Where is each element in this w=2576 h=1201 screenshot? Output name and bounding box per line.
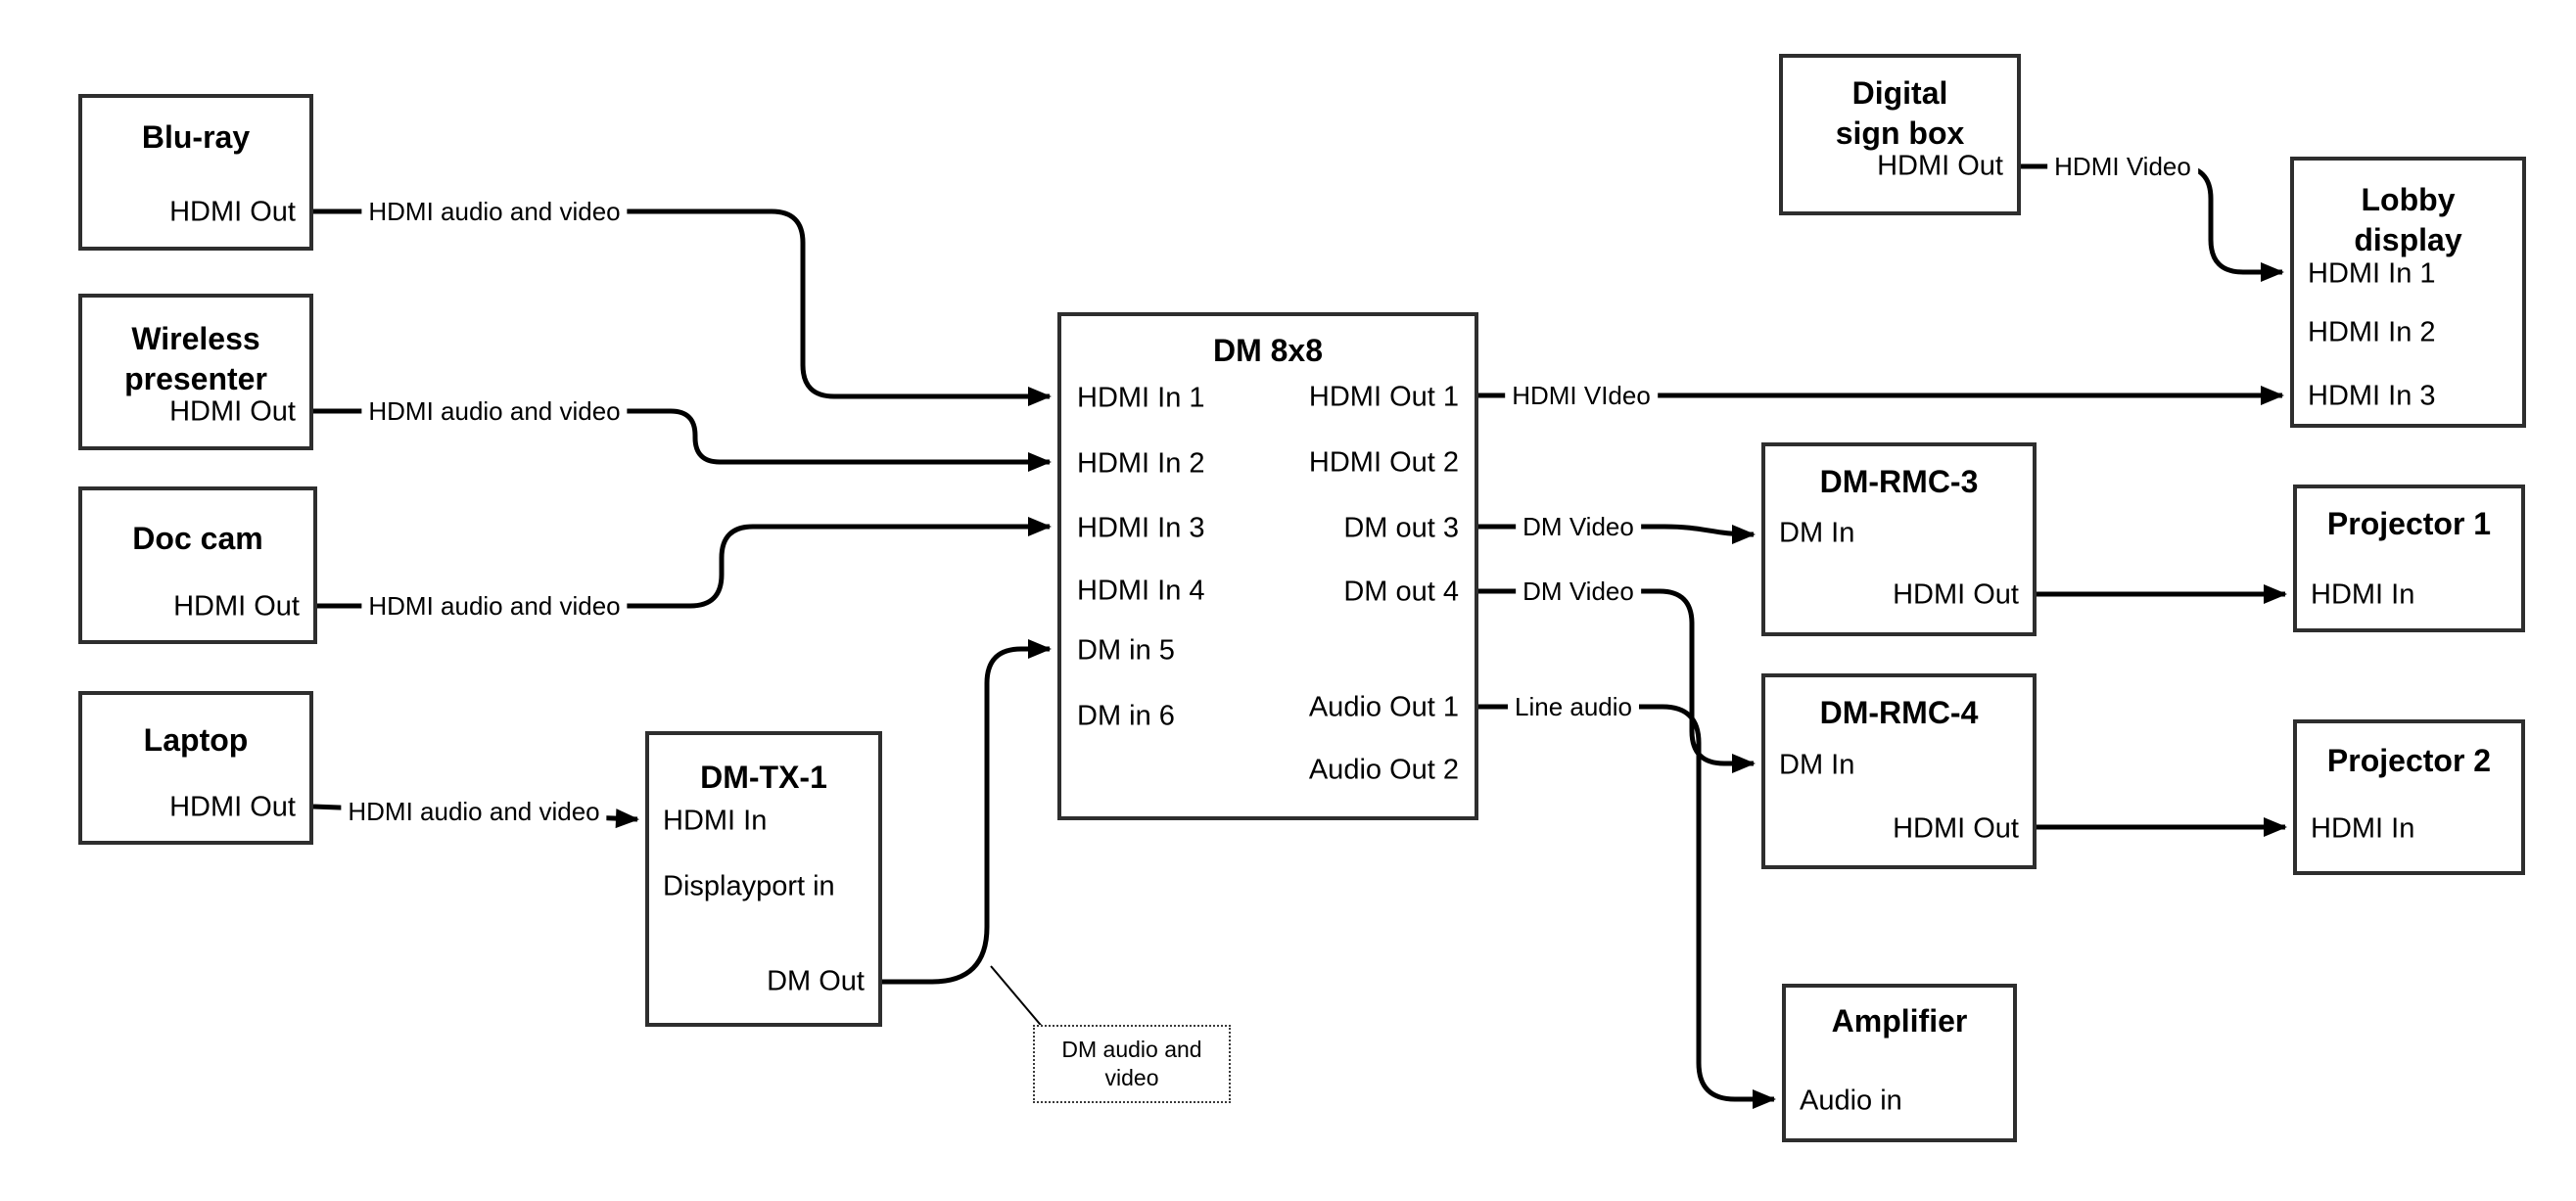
- port-dm-in: DM In: [1779, 517, 1855, 549]
- port-hdmi-in-2: HDMI In 2: [1077, 447, 1205, 480]
- node-title: Lobby display: [2354, 182, 2462, 257]
- node-digital-sign-box: Digital sign box HDMI Out: [1779, 54, 2021, 215]
- port-dm-in: DM In: [1779, 749, 1855, 781]
- port-hdmi-in: HDMI In: [2311, 578, 2415, 611]
- port-hdmi-in-4: HDMI In 4: [1077, 575, 1205, 607]
- node-wireless-presenter: Wireless presenter HDMI Out: [78, 294, 313, 450]
- connector-bluray-to-dm8x8-in1: [313, 208, 1052, 406]
- port-hdmi-out-2: HDMI Out 2: [1308, 446, 1459, 479]
- port-dm-out-4: DM out 4: [1343, 576, 1459, 608]
- annotation-text: DM audio and video: [1061, 1037, 1202, 1090]
- node-title: Projector 1: [2326, 506, 2492, 541]
- edge-label-hdmi-video-out1: HDMI VIdeo: [1505, 381, 1658, 410]
- node-projector-1: Projector 1 HDMI In: [2293, 485, 2525, 632]
- port-hdmi-out: HDMI Out: [169, 791, 296, 823]
- node-title: Amplifier: [1831, 1003, 1968, 1039]
- connector-wireless-to-dm8x8-in2: [313, 408, 1052, 472]
- node-title: Doc cam: [132, 521, 263, 556]
- node-dm-rmc-3: DM-RMC-3 DM In HDMI Out: [1761, 442, 2037, 636]
- edge-label-hdmi-video-digsign: HDMI Video: [2047, 152, 2198, 181]
- node-title: Blu-ray: [141, 119, 251, 155]
- node-projector-2: Projector 2 HDMI In: [2293, 719, 2525, 875]
- node-title: DM-TX-1: [700, 760, 827, 795]
- connector-digsign-to-lobby-in1: [2021, 163, 2284, 282]
- port-hdmi-out: HDMI Out: [1893, 812, 2019, 845]
- port-hdmi-in-3: HDMI In 3: [2308, 380, 2436, 412]
- node-title: DM-RMC-3: [1819, 464, 1979, 499]
- port-dm-out: DM Out: [767, 965, 865, 997]
- port-dm-out-3: DM out 3: [1343, 512, 1459, 544]
- node-dm-8x8: DM 8x8 HDMI In 1 HDMI In 2 HDMI In 3 HDM…: [1057, 312, 1478, 820]
- node-title: DM 8x8: [1212, 333, 1324, 368]
- node-dm-tx-1: DM-TX-1 HDMI In Displayport in DM Out: [645, 731, 882, 1027]
- node-laptop: Laptop HDMI Out: [78, 691, 313, 845]
- port-hdmi-out: HDMI Out: [169, 395, 296, 428]
- port-displayport-in: Displayport in: [663, 870, 835, 902]
- connector-dm8x8-audio1-to-amp: [1478, 704, 1776, 1109]
- port-hdmi-out-1: HDMI Out 1: [1308, 381, 1459, 413]
- connector-dm8x8-out4-to-rmc4: [1478, 588, 1756, 773]
- port-hdmi-in-3: HDMI In 3: [1077, 512, 1205, 544]
- node-title: Wireless presenter: [124, 321, 267, 396]
- port-hdmi-out: HDMI Out: [1877, 150, 2003, 182]
- port-audio-out-1: Audio Out 1: [1308, 691, 1459, 723]
- node-amplifier: Amplifier Audio in: [1782, 984, 2017, 1142]
- port-hdmi-out: HDMI Out: [169, 196, 296, 228]
- node-blu-ray: Blu-ray HDMI Out: [78, 94, 313, 251]
- note-callout-line: [990, 965, 1051, 1037]
- connector-dm8x8-out3-to-rmc3: [1478, 524, 1756, 544]
- port-hdmi-in-1: HDMI In 1: [2308, 257, 2436, 290]
- port-hdmi-in: HDMI In: [2311, 812, 2415, 845]
- port-hdmi-in-1: HDMI In 1: [1077, 382, 1205, 414]
- node-dm-rmc-4: DM-RMC-4 DM In HDMI Out: [1761, 673, 2037, 869]
- node-title: DM-RMC-4: [1819, 695, 1979, 730]
- port-dm-in-5: DM in 5: [1077, 634, 1175, 667]
- annotation-dm-audio-video-note: DM audio and video: [1033, 1025, 1231, 1103]
- port-hdmi-out: HDMI Out: [173, 590, 300, 623]
- edge-label-hdmi-audio-video-3: HDMI audio and video: [361, 591, 628, 621]
- node-doc-cam: Doc cam HDMI Out: [78, 486, 317, 644]
- port-hdmi-in: HDMI In: [663, 805, 768, 837]
- node-title: Laptop: [143, 722, 249, 758]
- node-title: Projector 2: [2326, 743, 2492, 778]
- node-title: Digital sign box: [1835, 75, 1965, 151]
- node-lobby-display: Lobby display HDMI In 1 HDMI In 2 HDMI I…: [2290, 157, 2526, 428]
- edge-label-hdmi-audio-video-1: HDMI audio and video: [361, 197, 628, 226]
- edge-label-dm-video-3: DM Video: [1516, 512, 1641, 541]
- port-audio-in: Audio in: [1800, 1085, 1902, 1117]
- edge-label-hdmi-audio-video-2: HDMI audio and video: [361, 396, 628, 426]
- connector-doccam-to-dm8x8-in3: [317, 517, 1052, 609]
- port-dm-in-6: DM in 6: [1077, 700, 1175, 732]
- port-hdmi-in-2: HDMI In 2: [2308, 316, 2436, 348]
- connector-dmtx1-to-dm8x8-dmin5: [882, 639, 1052, 985]
- edge-label-line-audio: Line audio: [1508, 692, 1639, 721]
- port-audio-out-2: Audio Out 2: [1308, 754, 1459, 786]
- edge-label-hdmi-audio-video-4: HDMI audio and video: [341, 797, 607, 826]
- port-hdmi-out: HDMI Out: [1893, 578, 2019, 611]
- edge-label-dm-video-4: DM Video: [1516, 577, 1641, 606]
